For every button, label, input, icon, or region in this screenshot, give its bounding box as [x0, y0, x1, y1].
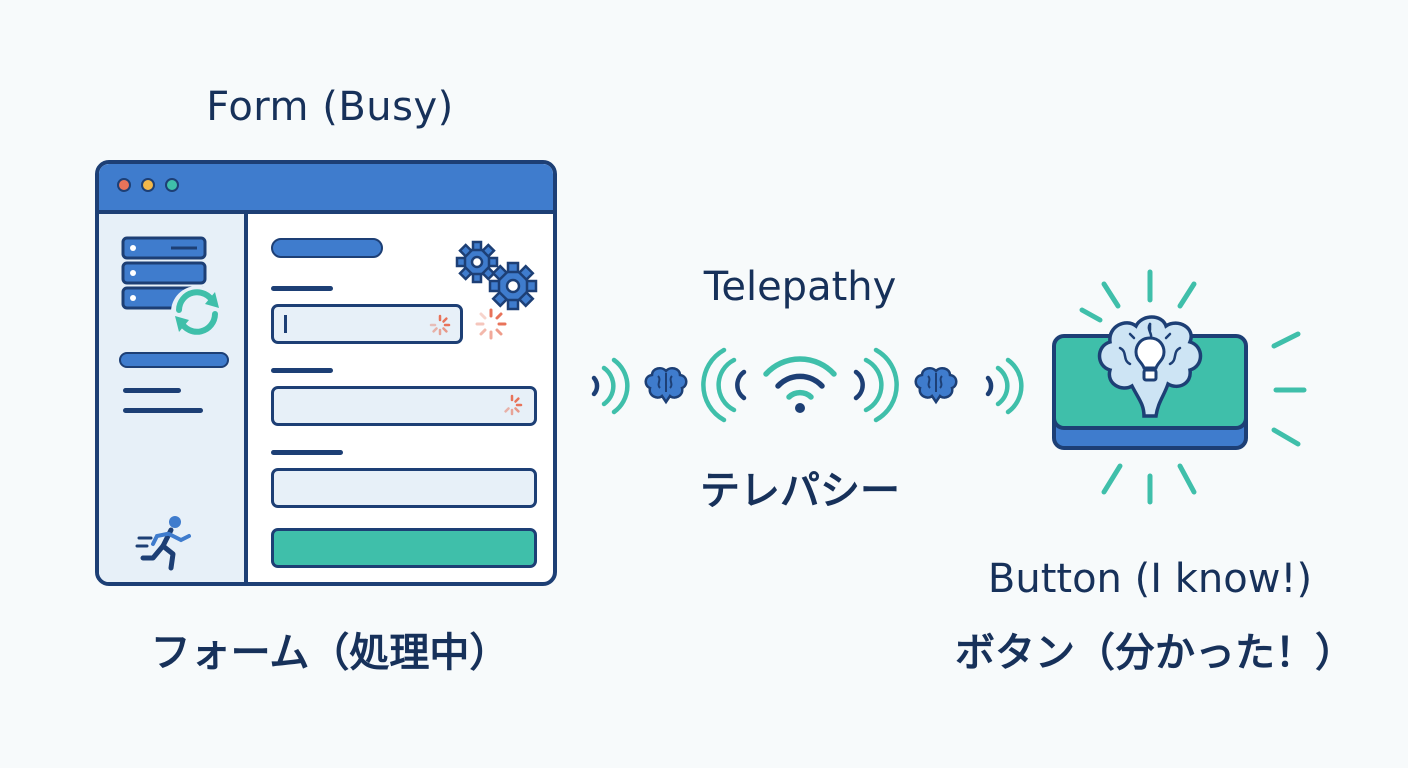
- spinner-icon: [429, 314, 451, 336]
- sidebar-line: [123, 388, 181, 393]
- i-know-button[interactable]: [1052, 315, 1248, 450]
- window-minimize-dot[interactable]: [141, 178, 155, 192]
- running-person-icon: [135, 516, 191, 571]
- window-close-dot[interactable]: [117, 178, 131, 192]
- sidebar-nav-item[interactable]: [119, 352, 229, 368]
- radio-wave-icon: [985, 357, 1024, 415]
- form-header-bar: [271, 238, 383, 258]
- sidebar-line: [123, 408, 203, 413]
- telepathy-title-jp: テレパシー: [700, 468, 900, 514]
- form-input-1[interactable]: [271, 304, 463, 344]
- form-submit-button[interactable]: [271, 528, 537, 568]
- spinner-icon: [504, 394, 523, 416]
- radio-wave-icon: [853, 347, 899, 423]
- field-label-3: [271, 450, 343, 455]
- window-titlebar: [99, 164, 553, 214]
- form-input-3[interactable]: [271, 468, 537, 508]
- field-label-2: [271, 368, 333, 373]
- brain-icon: [644, 366, 688, 405]
- button-title-jp: ボタン（分かった！）: [955, 630, 1355, 676]
- window-sidebar: [99, 214, 248, 582]
- gear-icon: [455, 240, 538, 311]
- field-label-1: [271, 286, 333, 291]
- radio-wave-icon: [701, 347, 747, 423]
- wifi-icon: [763, 356, 837, 413]
- server-icon: [121, 236, 207, 310]
- spinner-icon: [475, 308, 507, 340]
- form-title-jp: フォーム（処理中）: [150, 630, 510, 676]
- form-input-2[interactable]: [271, 386, 537, 426]
- sync-icon: [171, 286, 223, 338]
- form-window: [95, 160, 557, 586]
- radio-wave-icon: [591, 357, 630, 415]
- brain-icon: [914, 366, 958, 405]
- form-title: Form (Busy): [206, 84, 454, 130]
- telepathy-title: Telepathy: [703, 264, 897, 310]
- lightbulb-brain-icon: [1097, 315, 1203, 418]
- glow-rays-icon: [1079, 269, 1307, 505]
- button-title: Button (I know!): [987, 556, 1313, 602]
- window-maximize-dot[interactable]: [165, 178, 179, 192]
- text-cursor: [284, 315, 287, 333]
